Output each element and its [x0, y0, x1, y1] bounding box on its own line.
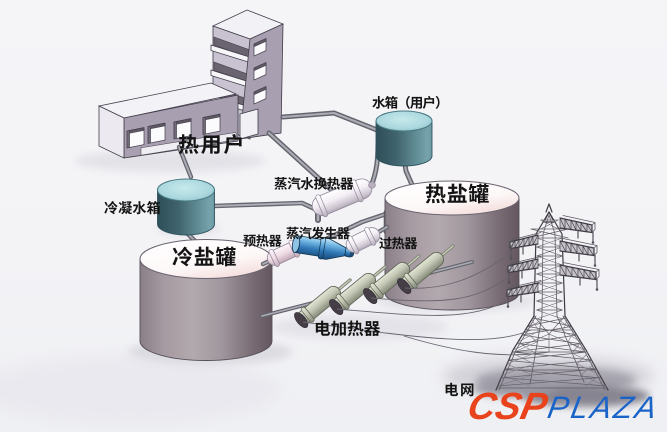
- svg-text:PLAZA: PLAZA: [545, 390, 662, 425]
- svg-text:CSP: CSP: [464, 385, 552, 428]
